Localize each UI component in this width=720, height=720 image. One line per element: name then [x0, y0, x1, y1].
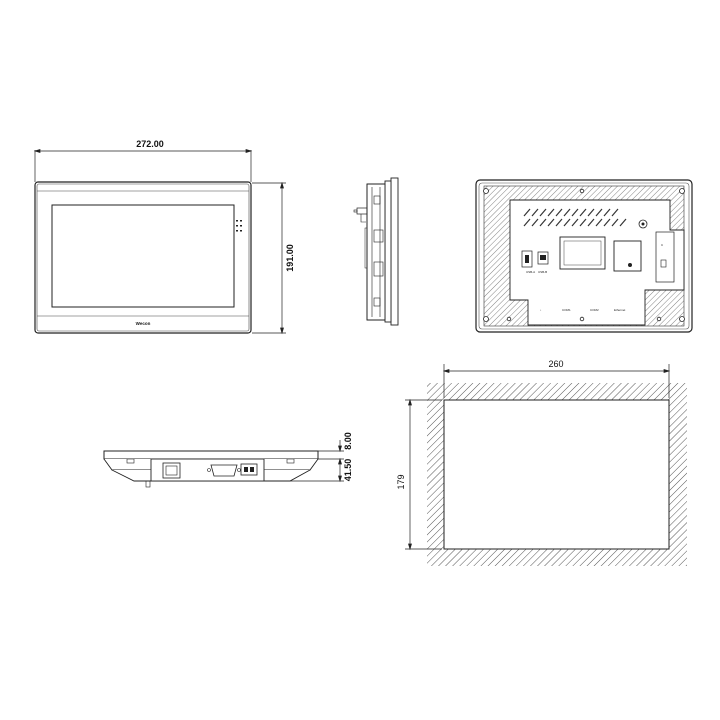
front-height-label: 191.00: [285, 244, 295, 272]
panel-cutout: [443, 399, 670, 550]
cutout-view: 260 179: [396, 359, 687, 566]
logo: Wecon: [136, 321, 151, 326]
front-width-label: 272.00: [136, 139, 164, 149]
ethernet-label: Ethernet: [614, 308, 626, 312]
bezel-dim-label: 8.00: [343, 432, 353, 450]
usb-b-label: USB-B: [538, 270, 547, 274]
front-view: 272.00 191.00 Wecon: [33, 139, 295, 335]
front-height-dimension: [252, 181, 286, 335]
bottom-dimensions: [290, 440, 344, 483]
svg-text:↓: ↓: [540, 308, 542, 312]
usb-a-label: USB-A: [526, 270, 535, 274]
cutout-dimensions: [405, 364, 671, 551]
cutout-height-label: 179: [396, 474, 406, 489]
depth-dim-label: 41.50: [343, 459, 353, 482]
front-screen: [51, 204, 235, 308]
front-width-dimension: [33, 149, 253, 182]
svg-text:C: C: [661, 243, 664, 247]
side-view: [353, 177, 399, 326]
bottom-view: 8.00 41.50: [103, 432, 353, 488]
com1-label: COM1: [562, 308, 571, 312]
com2-label: COM2: [590, 308, 599, 312]
led-indicators: [236, 220, 242, 232]
cutout-width-label: 260: [548, 359, 563, 369]
rear-view: USB-A USB-B C ↓ COM1 COM2 Ethernet: [475, 179, 693, 333]
